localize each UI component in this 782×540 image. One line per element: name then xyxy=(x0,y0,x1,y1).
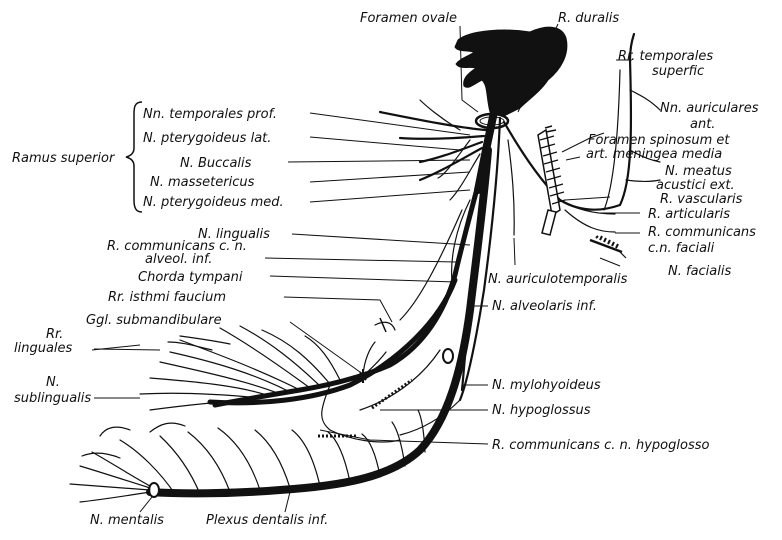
label-n-meatus-1: N. meatus xyxy=(665,164,732,179)
label-rr-isthmi-faucium: Rr. isthmi faucium xyxy=(108,290,226,305)
label-nn-temporales-prof: Nn. temporales prof. xyxy=(143,107,277,122)
label-r-duralis: R. duralis xyxy=(558,11,619,26)
lingual-rami xyxy=(139,325,341,411)
lingual-lower xyxy=(207,277,458,406)
leader-lines xyxy=(91,23,640,445)
label-n-alveolaris-inf: N. alveolaris inf. xyxy=(492,299,597,314)
label-foramen-spinosum-2: art. meningea media xyxy=(586,147,722,162)
label-r-vascularis: R. vascularis xyxy=(660,192,743,207)
label-r-communicans-hypoglosso: R. communicans c. n. hypoglosso xyxy=(492,438,709,453)
alveolar-second xyxy=(458,116,502,402)
lingual-nerve xyxy=(212,182,481,408)
label-n-auriculotemporalis: N. auriculotemporalis xyxy=(488,272,628,287)
label-plexus-dentalis-inf: Plexus dentalis inf. xyxy=(206,513,328,528)
meningeal-artery xyxy=(537,125,566,236)
label-rr-linguales-2: linguales xyxy=(14,341,73,356)
dental-plexus xyxy=(81,409,426,495)
ganglion-mass xyxy=(454,26,568,117)
label-n-lingualis: N. lingualis xyxy=(198,227,270,242)
label-r-communicans-alveol-1: R. communicans c. n. xyxy=(107,239,247,254)
label-nn-auriculares-1: Nn. auriculares xyxy=(660,101,759,116)
label-n-meatus-2: acustici ext. xyxy=(656,178,735,193)
label-n-sublingualis-1: N. xyxy=(46,375,60,390)
label-ggl-submandibulare: Ggl. submandibulare xyxy=(86,313,222,328)
alveolar-nerve xyxy=(146,146,492,498)
label-foramen-spinosum-1: Foramen spinosum et xyxy=(588,133,730,148)
auriculotemporal-nerve xyxy=(502,32,636,211)
anatomy-drawing xyxy=(69,26,661,503)
labels: Foramen ovale R. duralis Rr. temporales … xyxy=(12,11,759,528)
label-rr-temporales-1: Rr. temporales xyxy=(618,49,713,64)
label-chorda-tympani: Chorda tympani xyxy=(138,270,243,285)
label-n-pterygoideus-med: N. pterygoideus med. xyxy=(143,195,284,210)
label-nn-auriculares-2: ant. xyxy=(690,117,715,132)
label-n-buccalis: N. Buccalis xyxy=(180,156,252,171)
submandibular-ganglion xyxy=(357,341,387,383)
label-r-communicans-facial-1: R. communicans xyxy=(648,225,756,240)
label-n-massetericus: N. massetericus xyxy=(150,175,255,190)
label-rr-temporales-2: superfic xyxy=(652,64,704,79)
label-ramus-superior: Ramus superior xyxy=(12,151,116,166)
label-foramen-ovale: Foramen ovale xyxy=(360,11,457,26)
label-r-articularis: R. articularis xyxy=(648,207,730,222)
label-n-mentalis: N. mentalis xyxy=(90,513,164,528)
label-n-sublingualis-2: sublingualis xyxy=(14,391,91,406)
label-n-facialis: N. facialis xyxy=(668,264,731,279)
label-n-hypoglossus: N. hypoglossus xyxy=(492,403,591,418)
label-n-pterygoideus-lat: N. pterygoideus lat. xyxy=(143,131,271,146)
mental-branches xyxy=(69,451,151,503)
label-r-communicans-facial-2: c.n. faciali xyxy=(648,241,715,256)
ramus-superior-bracket xyxy=(125,101,143,213)
label-r-communicans-alveol-2: alveol. inf. xyxy=(145,252,212,267)
label-rr-linguales-1: Rr. xyxy=(46,327,63,342)
label-n-mylohyoideus: N. mylohyoideus xyxy=(492,378,601,393)
